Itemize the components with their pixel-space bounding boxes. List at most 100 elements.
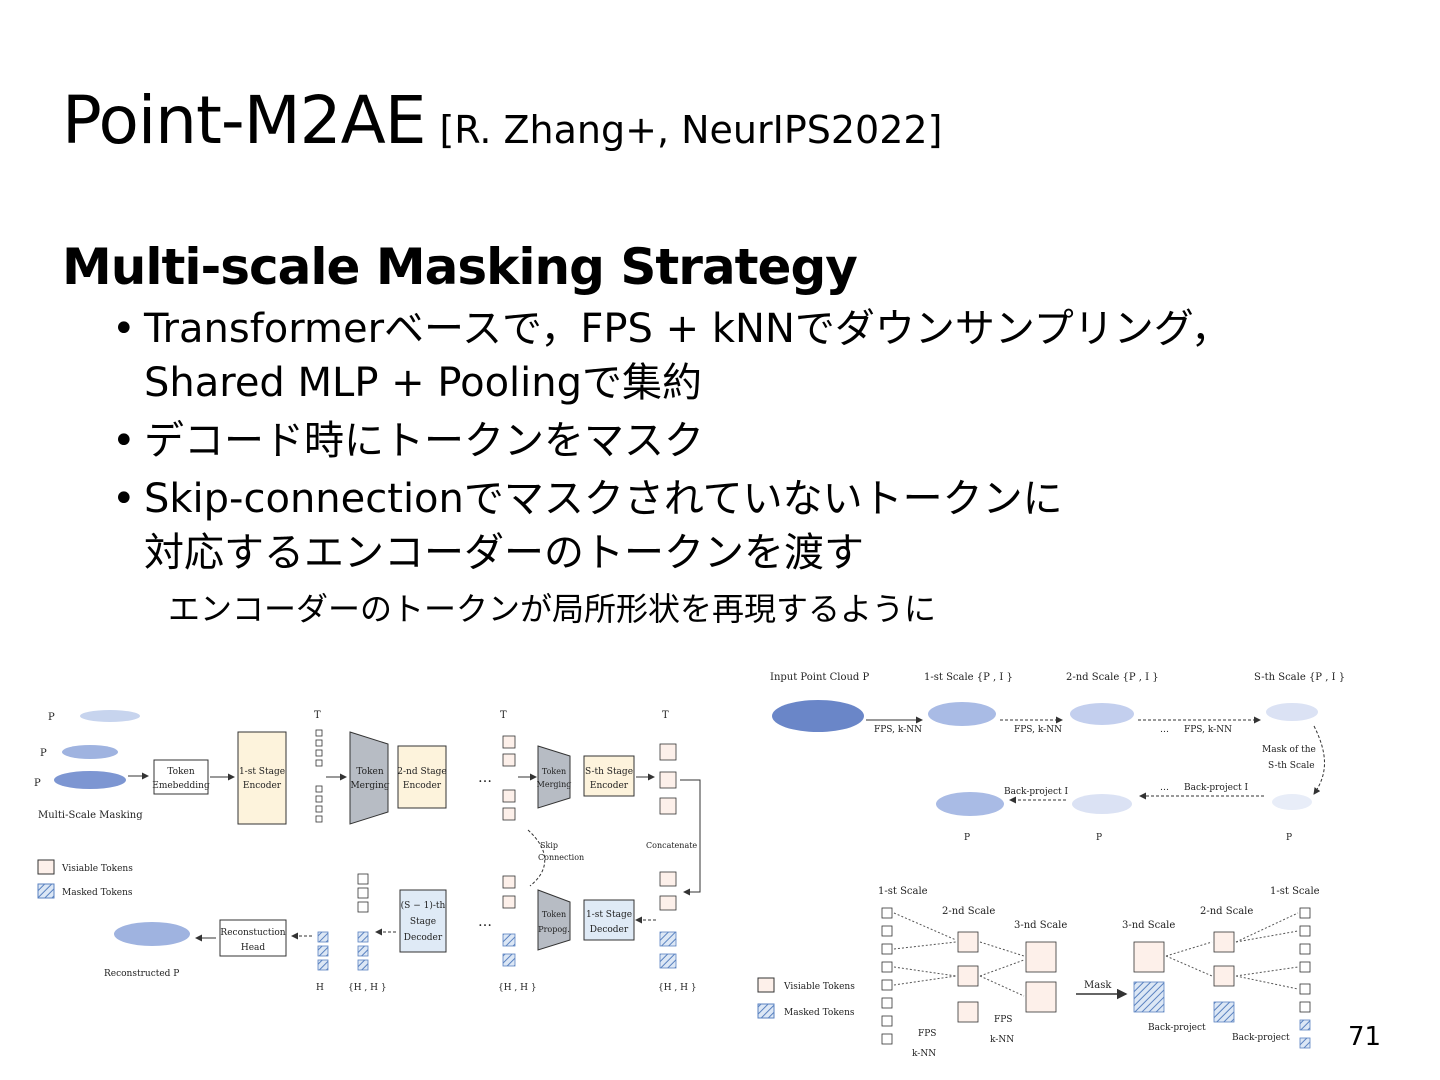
scale2-right-label: 2-nd Scale	[1200, 906, 1253, 917]
token-column	[502, 875, 516, 909]
mask-s-label-2: S-th Scale	[1268, 761, 1315, 771]
stage1-decoder-label-1: 1-st Stage	[586, 910, 632, 920]
label-h-s1: H	[316, 983, 324, 993]
token-propagation-shape	[537, 889, 571, 951]
stageS1-decoder-box	[399, 889, 447, 953]
scale1-left-label: 1-st Scale	[878, 886, 928, 897]
token-embedding-label-2: Emebedding	[152, 781, 210, 791]
label-ts: T	[662, 710, 669, 721]
label-h-pair-2: {H , H }	[498, 983, 537, 993]
label-ps: P	[48, 712, 55, 723]
masked-token-column	[659, 931, 677, 969]
backproj-label-s: Back-project I	[1184, 783, 1248, 793]
page-number: 71	[1348, 1022, 1382, 1052]
masking-figure: 1-st Scale 2-nd Scale 3-nd Scale 3-nd Sc…	[757, 886, 1320, 1059]
stage1-decoder-box	[583, 899, 635, 941]
token-merging-label-2: Merging	[350, 781, 389, 791]
bullet-item: Skip-connectionでマスクされていないトークンに 対応するエンコーダ…	[112, 472, 1412, 580]
bullet-line: Shared MLP + Poolingで集約	[144, 360, 703, 406]
architecture-figure: P P P Multi-Scale Masking Token Emebeddi…	[34, 710, 701, 993]
skip-label-2: Connection	[538, 853, 584, 862]
legend-masked-label: Masked Tokens	[62, 888, 133, 898]
mask-s-label-1: Mask of the	[1262, 745, 1316, 755]
label-p1: P	[964, 833, 970, 843]
label-reconstructed: Reconstructed P	[104, 969, 179, 979]
stage1-encoder-label-2: Encoder	[243, 781, 282, 791]
recon-head-label-1: Reconstuction	[220, 928, 285, 938]
stageS-encoder-label-1: S-th Stage	[585, 767, 633, 777]
scaleS-point-cloud-icon	[1266, 703, 1318, 721]
legend-masked-label: Masked Tokens	[784, 1008, 855, 1018]
backproj-label-2: Back-project	[1232, 1033, 1290, 1043]
fps2-label-2: k-NN	[990, 1035, 1014, 1045]
label-p2: P	[1096, 833, 1102, 843]
label-multi-scale-masking: Multi-Scale Masking	[38, 810, 143, 821]
token-merging-s-label-2: Merging	[537, 780, 572, 789]
dots-1: …	[478, 770, 492, 786]
scale1-point-cloud-icon	[928, 702, 996, 726]
fps1-label-1: FPS	[918, 1029, 936, 1039]
label-concatenate: Concatenate	[646, 841, 697, 850]
backproj-label-1: Back-project	[1148, 1023, 1206, 1033]
p1-point-cloud-icon	[936, 792, 1004, 816]
backproj-label-2: Back-project I	[1004, 787, 1068, 797]
scale1-right-label: 1-st Scale	[1270, 886, 1320, 897]
fps-label-1: FPS, k-NN	[874, 725, 922, 735]
point-cloud-icon	[54, 710, 140, 789]
stage2-encoder-box	[397, 745, 447, 809]
decS1-label-3: Decoder	[404, 933, 443, 943]
label-p2: P	[40, 748, 47, 759]
propag-label-1: Token	[542, 910, 566, 919]
stage1-decoder-label-2: Decoder	[590, 925, 629, 935]
token-merging-s-label-1: Token	[542, 767, 566, 776]
label-h-pair-s1: {H , H }	[348, 983, 387, 993]
title-main: Point-M2AE	[62, 82, 426, 159]
masked-token-column	[502, 933, 516, 967]
token-column	[357, 873, 369, 913]
dots-bottom: …	[1160, 783, 1169, 793]
decS1-label-1: (S − 1)-th	[401, 900, 446, 911]
stageS-encoder-box	[583, 755, 635, 797]
fps-label-2: FPS, k-NN	[1014, 725, 1062, 735]
token-column	[1299, 907, 1311, 1013]
token-column	[315, 729, 323, 823]
label-pS: P	[1286, 833, 1292, 843]
scale3-left-label: 3-nd Scale	[1014, 920, 1067, 931]
stage2-encoder-label-2: Encoder	[403, 781, 442, 791]
input-label: Input Point Cloud P	[770, 672, 870, 683]
token-column	[957, 931, 1235, 1023]
scale1-label: 1-st Scale {P , I }	[924, 672, 1013, 683]
reconstruction-head-box	[219, 919, 287, 957]
fps-label-3: FPS, k-NN	[1184, 725, 1232, 735]
decS1-label-2: Stage	[410, 917, 436, 927]
token-embedding-label-1: Token	[167, 767, 195, 777]
bullet-item: Transformerベースで，FPS + kNNでダウンサンプリング， Sha…	[112, 302, 1412, 410]
legend-masked-swatch	[37, 883, 55, 899]
legend-visible-swatch	[757, 977, 775, 993]
bullet-line: デコード時にトークンをマスク	[144, 418, 704, 464]
token-column	[659, 743, 677, 815]
label-ts1: T	[500, 710, 507, 721]
skip-label-1: Skip	[540, 841, 558, 850]
label-t1: T	[314, 710, 321, 721]
scaleS-label: S-th Scale {P , I }	[1254, 672, 1345, 683]
token-column	[659, 871, 677, 911]
token-merging-shape-s	[537, 745, 571, 809]
fps2-label-1: FPS	[994, 1015, 1012, 1025]
stage2-encoder-label-1: 2-nd Stage	[397, 767, 446, 777]
token-column	[502, 735, 516, 821]
connection-lines	[893, 912, 1299, 997]
scale2-point-cloud-icon	[1070, 703, 1134, 725]
masked-token-column	[1133, 981, 1311, 1049]
bullet-line: 対応するエンコーダーのトークンを渡す	[144, 530, 864, 576]
label-h-pair-1: {H , H }	[658, 983, 697, 993]
legend-masked-swatch	[757, 1003, 775, 1019]
mask-label: Mask	[1084, 980, 1112, 991]
stage1-encoder-box	[237, 731, 287, 825]
legend-visible-swatch	[37, 859, 55, 875]
legend-visible-label: Visiable Tokens	[61, 864, 133, 874]
reconstructed-point-cloud-icon	[114, 922, 190, 946]
input-point-cloud-icon	[772, 700, 864, 732]
stageS-encoder-label-2: Encoder	[590, 781, 629, 791]
token-column	[881, 907, 893, 1045]
